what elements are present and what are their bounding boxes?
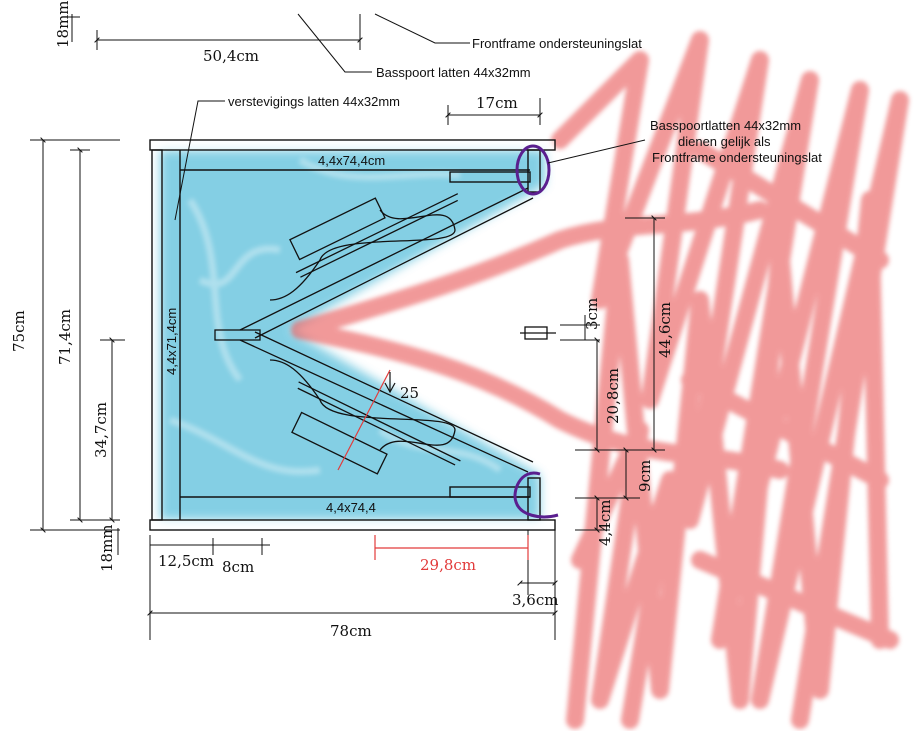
bottom-slat-label: 4,4x74,4 (326, 500, 376, 515)
dim-3: 3cm (583, 298, 601, 330)
side-slat-label: 4,4x71,4cm (164, 308, 179, 375)
dim-75: 75cm (10, 310, 28, 352)
dim-top-18mm: 18mm (54, 0, 72, 48)
note-line-1: Basspoortlatten 44x32mm (650, 118, 801, 133)
dim-4-4: 4,4cm (596, 500, 614, 546)
dim-20-8: 20,8cm (604, 368, 622, 424)
dim-34-7: 34,7cm (92, 402, 110, 458)
blue-shading-texture (168, 156, 503, 475)
dim-29-8: 29,8cm (420, 556, 476, 574)
top-slat-label: 4,4x74,4cm (318, 153, 385, 168)
dim-8: 8cm (222, 558, 254, 576)
port-slats (214, 187, 556, 475)
dim-17: 17cm (476, 94, 518, 112)
label-basspoort: Basspoort latten 44x32mm (376, 65, 531, 80)
dim-71-4: 71,4cm (56, 309, 74, 365)
dim-3-6: 3,6cm (512, 591, 558, 609)
highlight-circles (513, 144, 559, 519)
dim-angle-25: 25 (400, 384, 419, 402)
label-frontframe: Frontframe ondersteuningslat (472, 36, 642, 51)
dim-12-5: 12,5cm (158, 552, 214, 570)
angle-arrow (384, 372, 396, 394)
dim-50-4: 50,4cm (203, 47, 259, 65)
dimension-lines (30, 13, 665, 640)
red-dimension (337, 369, 529, 560)
label-verstevigings: verstevigings latten 44x32mm (228, 94, 400, 109)
dim-78: 78cm (330, 622, 372, 640)
note-line-3: Frontframe ondersteuningslat (652, 150, 822, 165)
dim-bottom-18mm: 18mm (98, 524, 116, 572)
dim-9: 9cm (636, 460, 654, 492)
cabinet-frame (149, 139, 556, 531)
red-scribble (291, 31, 909, 729)
dim-44-6: 44,6cm (656, 302, 674, 358)
note-line-2: dienen gelijk als (678, 134, 771, 149)
blue-shading (160, 150, 545, 520)
